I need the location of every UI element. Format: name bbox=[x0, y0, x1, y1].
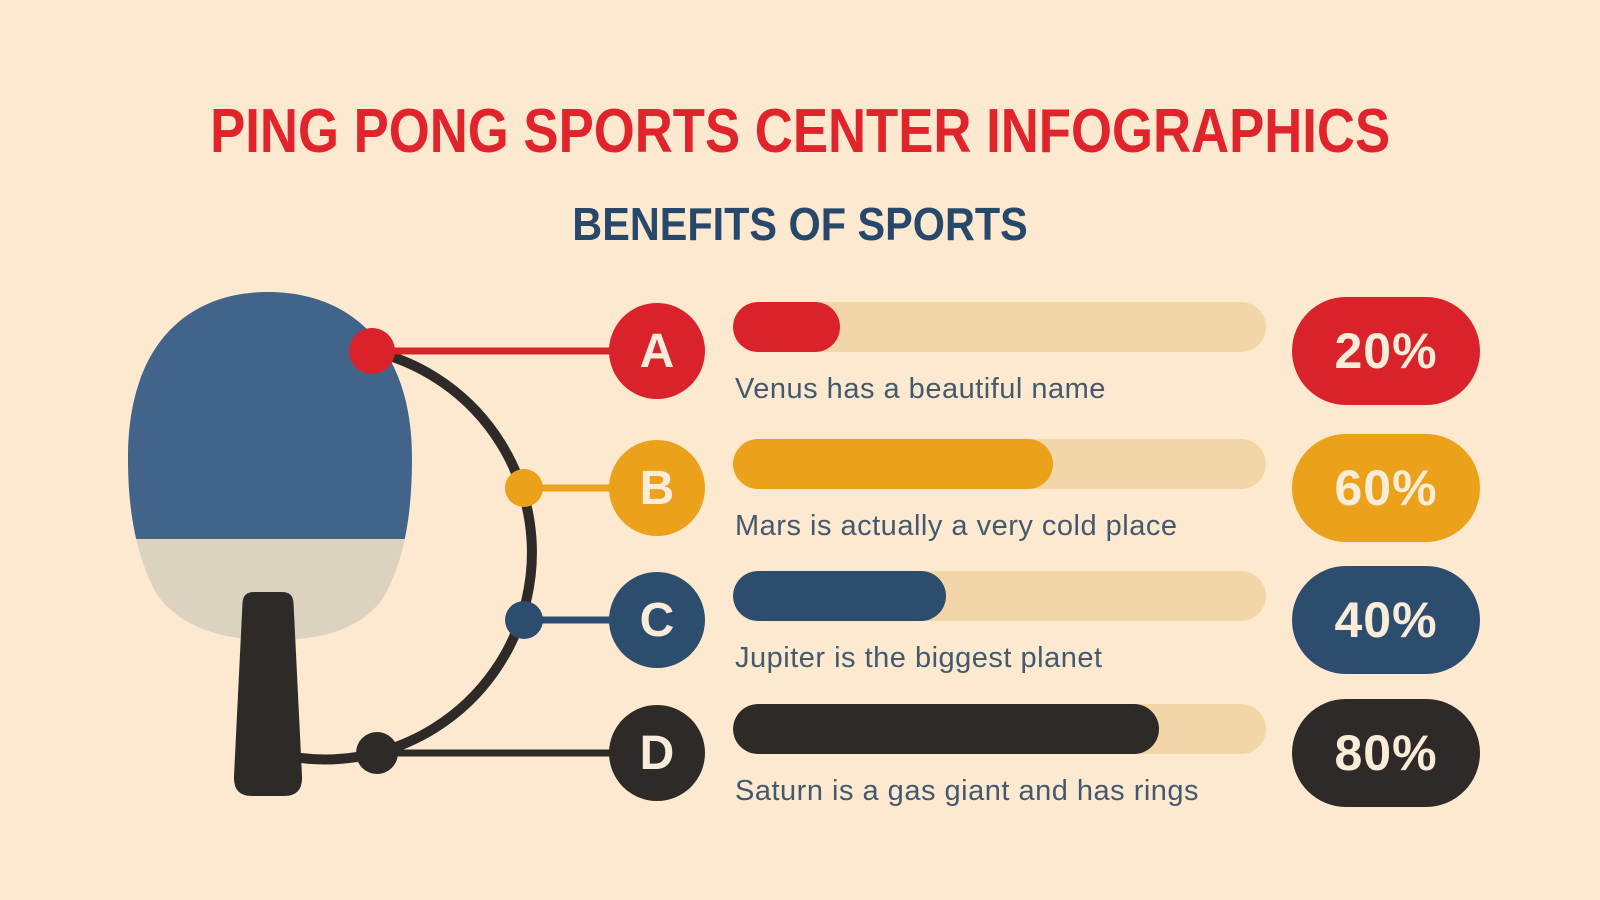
page-subtitle: BENEFITS OF SPORTS bbox=[0, 199, 1600, 250]
category-circle-a: A bbox=[609, 303, 705, 399]
percent-badge-d: 80% bbox=[1292, 699, 1480, 807]
caption-c: Jupiter is the biggest planet bbox=[735, 642, 1103, 674]
page-title: PING PONG SPORTS CENTER INFOGRAPHICS bbox=[0, 97, 1600, 166]
caption-d: Saturn is a gas giant and has rings bbox=[735, 775, 1200, 807]
connector-dot-c bbox=[505, 601, 543, 639]
category-letter-b: B bbox=[639, 461, 675, 515]
progress-fill-d bbox=[733, 704, 1160, 754]
benefit-row-b: B Mars is actually a very cold place 60% bbox=[0, 434, 1600, 542]
progress-track-b bbox=[733, 439, 1266, 489]
progress-track-c bbox=[733, 571, 1266, 621]
benefit-row-d: D Saturn is a gas giant and has rings 80… bbox=[0, 699, 1600, 807]
page-title-text: PING PONG SPORTS CENTER INFOGRAPHICS bbox=[209, 97, 1391, 166]
category-letter-d: D bbox=[639, 726, 675, 780]
caption-b: Mars is actually a very cold place bbox=[735, 510, 1178, 542]
category-letter-c: C bbox=[639, 593, 675, 647]
caption-a: Venus has a beautiful name bbox=[735, 373, 1106, 405]
percent-value-c: 40% bbox=[1334, 592, 1438, 648]
percent-value-a: 20% bbox=[1334, 323, 1438, 379]
category-circle-d: D bbox=[609, 705, 705, 801]
connector-dot-d bbox=[356, 732, 398, 774]
category-letter-a: A bbox=[639, 324, 675, 378]
connector-dot-a bbox=[349, 328, 395, 374]
category-circle-b: B bbox=[609, 440, 705, 536]
progress-fill-a bbox=[733, 302, 840, 352]
benefit-row-a: A Venus has a beautiful name 20% bbox=[0, 297, 1600, 405]
percent-badge-a: 20% bbox=[1292, 297, 1480, 405]
percent-badge-b: 60% bbox=[1292, 434, 1480, 542]
connector-dot-b bbox=[505, 469, 543, 507]
percent-value-d: 80% bbox=[1334, 725, 1438, 781]
progress-track-a bbox=[733, 302, 1266, 352]
percent-badge-c: 40% bbox=[1292, 566, 1480, 674]
page-subtitle-text: BENEFITS OF SPORTS bbox=[572, 198, 1028, 250]
category-circle-c: C bbox=[609, 572, 705, 668]
progress-track-d bbox=[733, 704, 1266, 754]
progress-fill-b bbox=[733, 439, 1053, 489]
progress-fill-c bbox=[733, 571, 947, 621]
benefit-row-c: C Jupiter is the biggest planet 40% bbox=[0, 566, 1600, 674]
paddle-handle bbox=[233, 592, 303, 796]
percent-value-b: 60% bbox=[1334, 460, 1438, 516]
